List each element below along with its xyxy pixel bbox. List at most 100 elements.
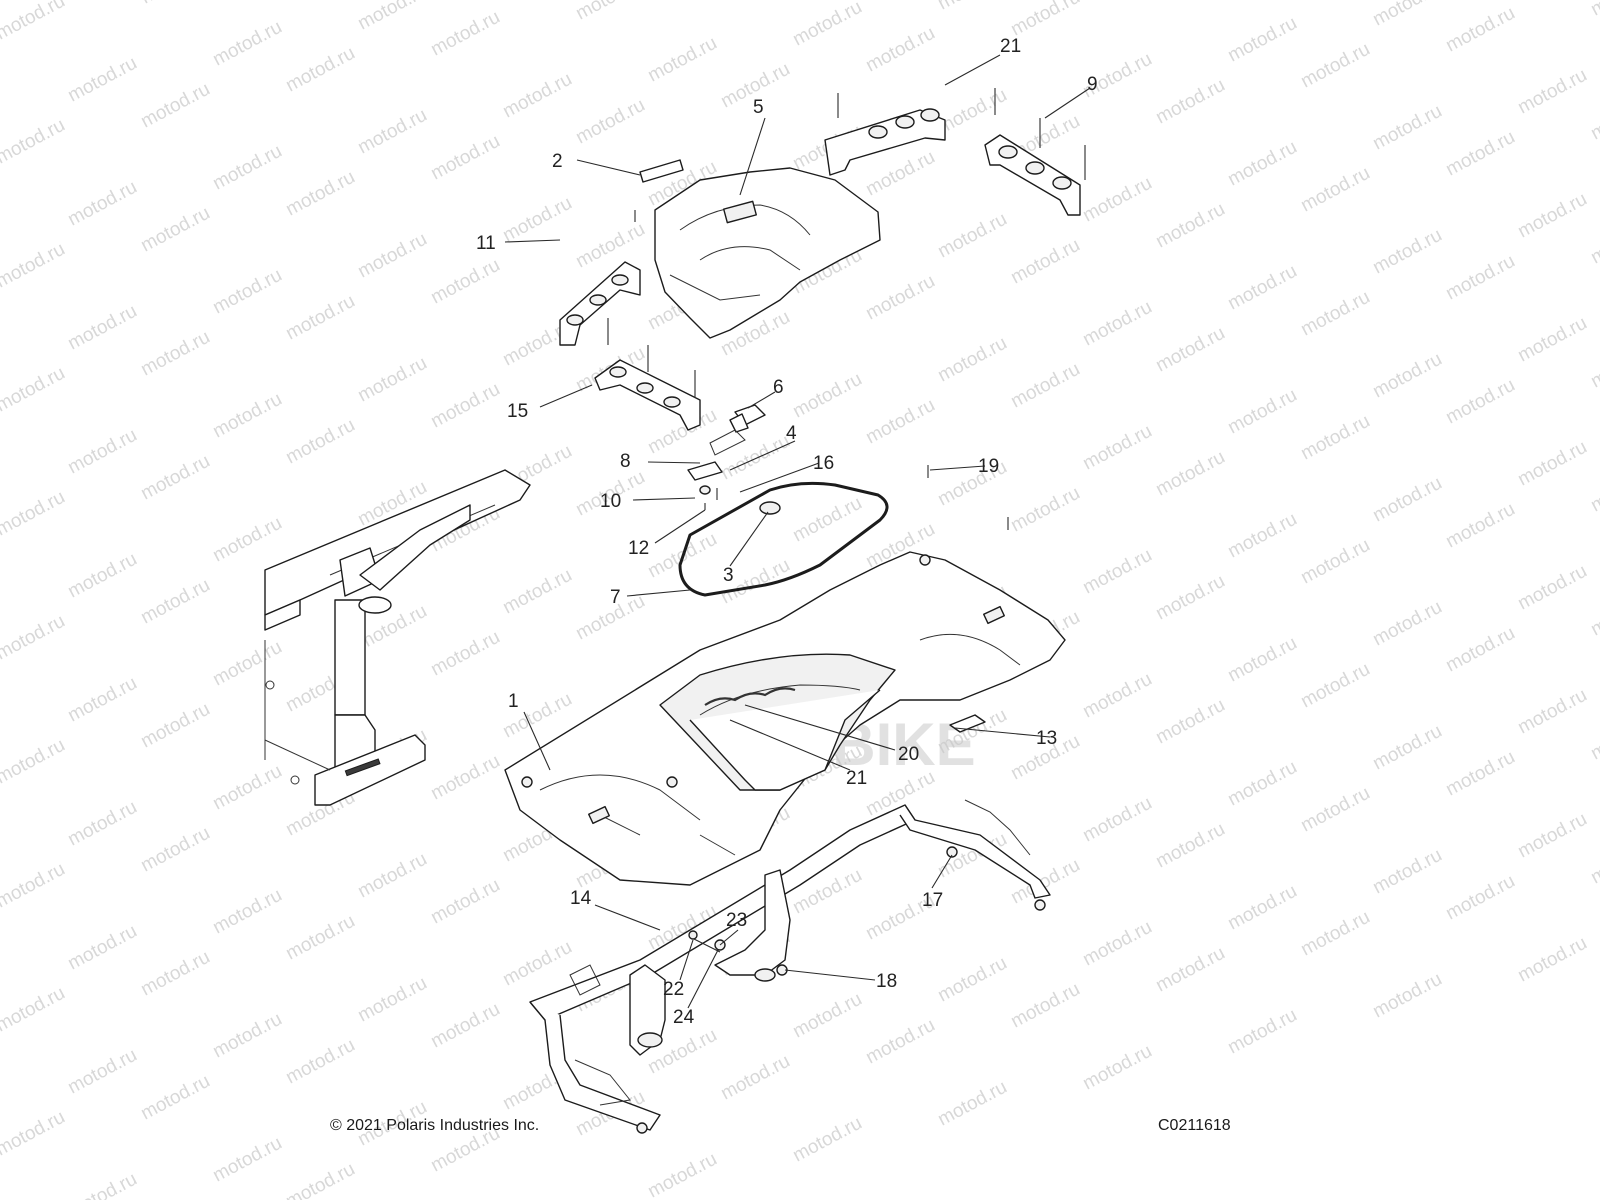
callout-7: 7 [610, 587, 621, 608]
part-5-rear-cover [654, 167, 881, 339]
callout-15: 15 [507, 401, 528, 422]
watermark-text: motod.ru [1369, 969, 1445, 1023]
watermark-text: motod.ru [1369, 225, 1445, 279]
watermark-text: motod.ru [0, 363, 69, 417]
watermark-text: motod.ru [1152, 571, 1228, 625]
exploded-parts [264, 88, 1086, 1134]
watermark-text: motod.ru [137, 0, 213, 8]
watermark-text: motod.ru [789, 0, 865, 50]
part-3-cap [759, 501, 781, 515]
watermark-text: motod.ru [137, 203, 213, 257]
watermark-text: motod.ru [1079, 793, 1155, 847]
watermark-text: motod.ru [427, 999, 503, 1053]
watermark-text: motod.ru [1442, 375, 1518, 429]
part-14-rack [529, 799, 1051, 1134]
watermark-text: motod.ru [1514, 189, 1590, 243]
watermark-text: motod.ru [1587, 215, 1600, 269]
watermark-text: motod.ru [1007, 0, 1083, 40]
watermark-text: motod.ru [1442, 747, 1518, 801]
watermark-text: motod.ru [1587, 711, 1600, 765]
watermark-text: motod.ru [354, 105, 430, 159]
watermark-text: motod.ru [1224, 385, 1300, 439]
watermark-text: motod.ru [1369, 473, 1445, 527]
watermark-text: motod.ru [1297, 907, 1373, 961]
watermark-text: motod.ru [1007, 359, 1083, 413]
watermark-text: motod.ru [0, 859, 69, 913]
watermark-text: motod.ru [209, 141, 285, 195]
watermark-text: motod.ru [64, 797, 140, 851]
watermark-text: motod.ru [934, 953, 1010, 1007]
part-17-nut [946, 846, 958, 858]
watermark-text: motod.ru [209, 17, 285, 71]
watermark-text: motod.ru [354, 0, 430, 34]
watermark-text: motod.ru [427, 131, 503, 185]
watermark-text: motod.ru [0, 1107, 69, 1161]
watermark-text: motod.ru [282, 1035, 358, 1089]
figure-code: C0211618 [1158, 1117, 1231, 1134]
watermark-text: motod.ru [862, 147, 938, 201]
watermark-text: motod.ru [1297, 287, 1373, 341]
watermark-text: motod.ru [934, 209, 1010, 263]
watermark-text: motod.ru [934, 457, 1010, 511]
watermark-text: motod.ru [789, 989, 865, 1043]
callout-2: 2 [552, 151, 563, 172]
watermark-text: motod.ru [64, 549, 140, 603]
watermark-text: motod.ru [499, 565, 575, 619]
watermark-text: motod.ru [0, 735, 69, 789]
watermark-text: motod.ru [282, 291, 358, 345]
watermark-text: motod.ru [282, 43, 358, 97]
watermark-text: motod.ru [137, 451, 213, 505]
watermark-text: motod.ru [1152, 323, 1228, 377]
watermark-text: motod.ru [934, 1077, 1010, 1131]
watermark-text: motod.ru [1079, 917, 1155, 971]
watermark-text: motod.ru [137, 947, 213, 1001]
watermark-text: motod.ru [1224, 633, 1300, 687]
watermark-text: motod.ru [1152, 0, 1228, 4]
watermark-text: motod.ru [427, 875, 503, 929]
callout-22: 22 [663, 979, 684, 1000]
watermark-text: motod.ru [209, 513, 285, 567]
watermark-text: motod.ru [1442, 499, 1518, 553]
watermark-text: motod.ru [1514, 313, 1590, 367]
watermark-text: motod.ru [1514, 933, 1590, 987]
callout-20: 20 [898, 744, 919, 765]
watermark-text: motod.ru [1442, 127, 1518, 181]
callout-12: 12 [628, 538, 649, 559]
watermark-text: motod.ru [1514, 65, 1590, 119]
callout-3: 3 [723, 565, 734, 586]
callout-13: 13 [1036, 728, 1057, 749]
callout-14: 14 [570, 888, 592, 909]
watermark-text: motod.ru [1152, 819, 1228, 873]
watermark-text: motod.ru [427, 379, 503, 433]
watermark-text: motod.ru [64, 673, 140, 727]
watermark-text: motod.ru [427, 627, 503, 681]
watermark-text: motod.ru [0, 487, 69, 541]
watermark-text: motod.ru [1007, 979, 1083, 1033]
part-22-bolt [688, 930, 698, 940]
watermark-text: motod.ru [64, 425, 140, 479]
watermark-text: motod.ru [1224, 509, 1300, 563]
watermark-text: motod.ru [862, 1015, 938, 1069]
watermark-text: motod.ru [427, 255, 503, 309]
watermark-text: motod.ru [1224, 757, 1300, 811]
watermark-text: motod.ru [1297, 783, 1373, 837]
watermark-text: motod.ru [1079, 1041, 1155, 1095]
watermark-text: motod.ru [282, 1159, 358, 1200]
watermark-text: motod.ru [137, 327, 213, 381]
watermark-text: motod.ru [1224, 881, 1300, 935]
watermark-text: motod.ru [1079, 669, 1155, 723]
watermark-text: motod.ru [1369, 721, 1445, 775]
watermark-text: motod.ru [1297, 659, 1373, 713]
watermark-text: motod.ru [862, 23, 938, 77]
watermark-text: motod.ru [64, 921, 140, 975]
watermark-text: motod.ru [1369, 101, 1445, 155]
callout-18: 18 [876, 971, 897, 992]
watermark-text: motod.ru [1514, 561, 1590, 615]
watermark-text: motod.ru [354, 229, 430, 283]
watermark-text: motod.ru [1152, 695, 1228, 749]
watermark-text: motod.ru [1369, 0, 1445, 30]
watermark-text: motod.ru [137, 575, 213, 629]
watermark-text: motod.ru [1224, 261, 1300, 315]
watermark-text: motod.ru [499, 937, 575, 991]
